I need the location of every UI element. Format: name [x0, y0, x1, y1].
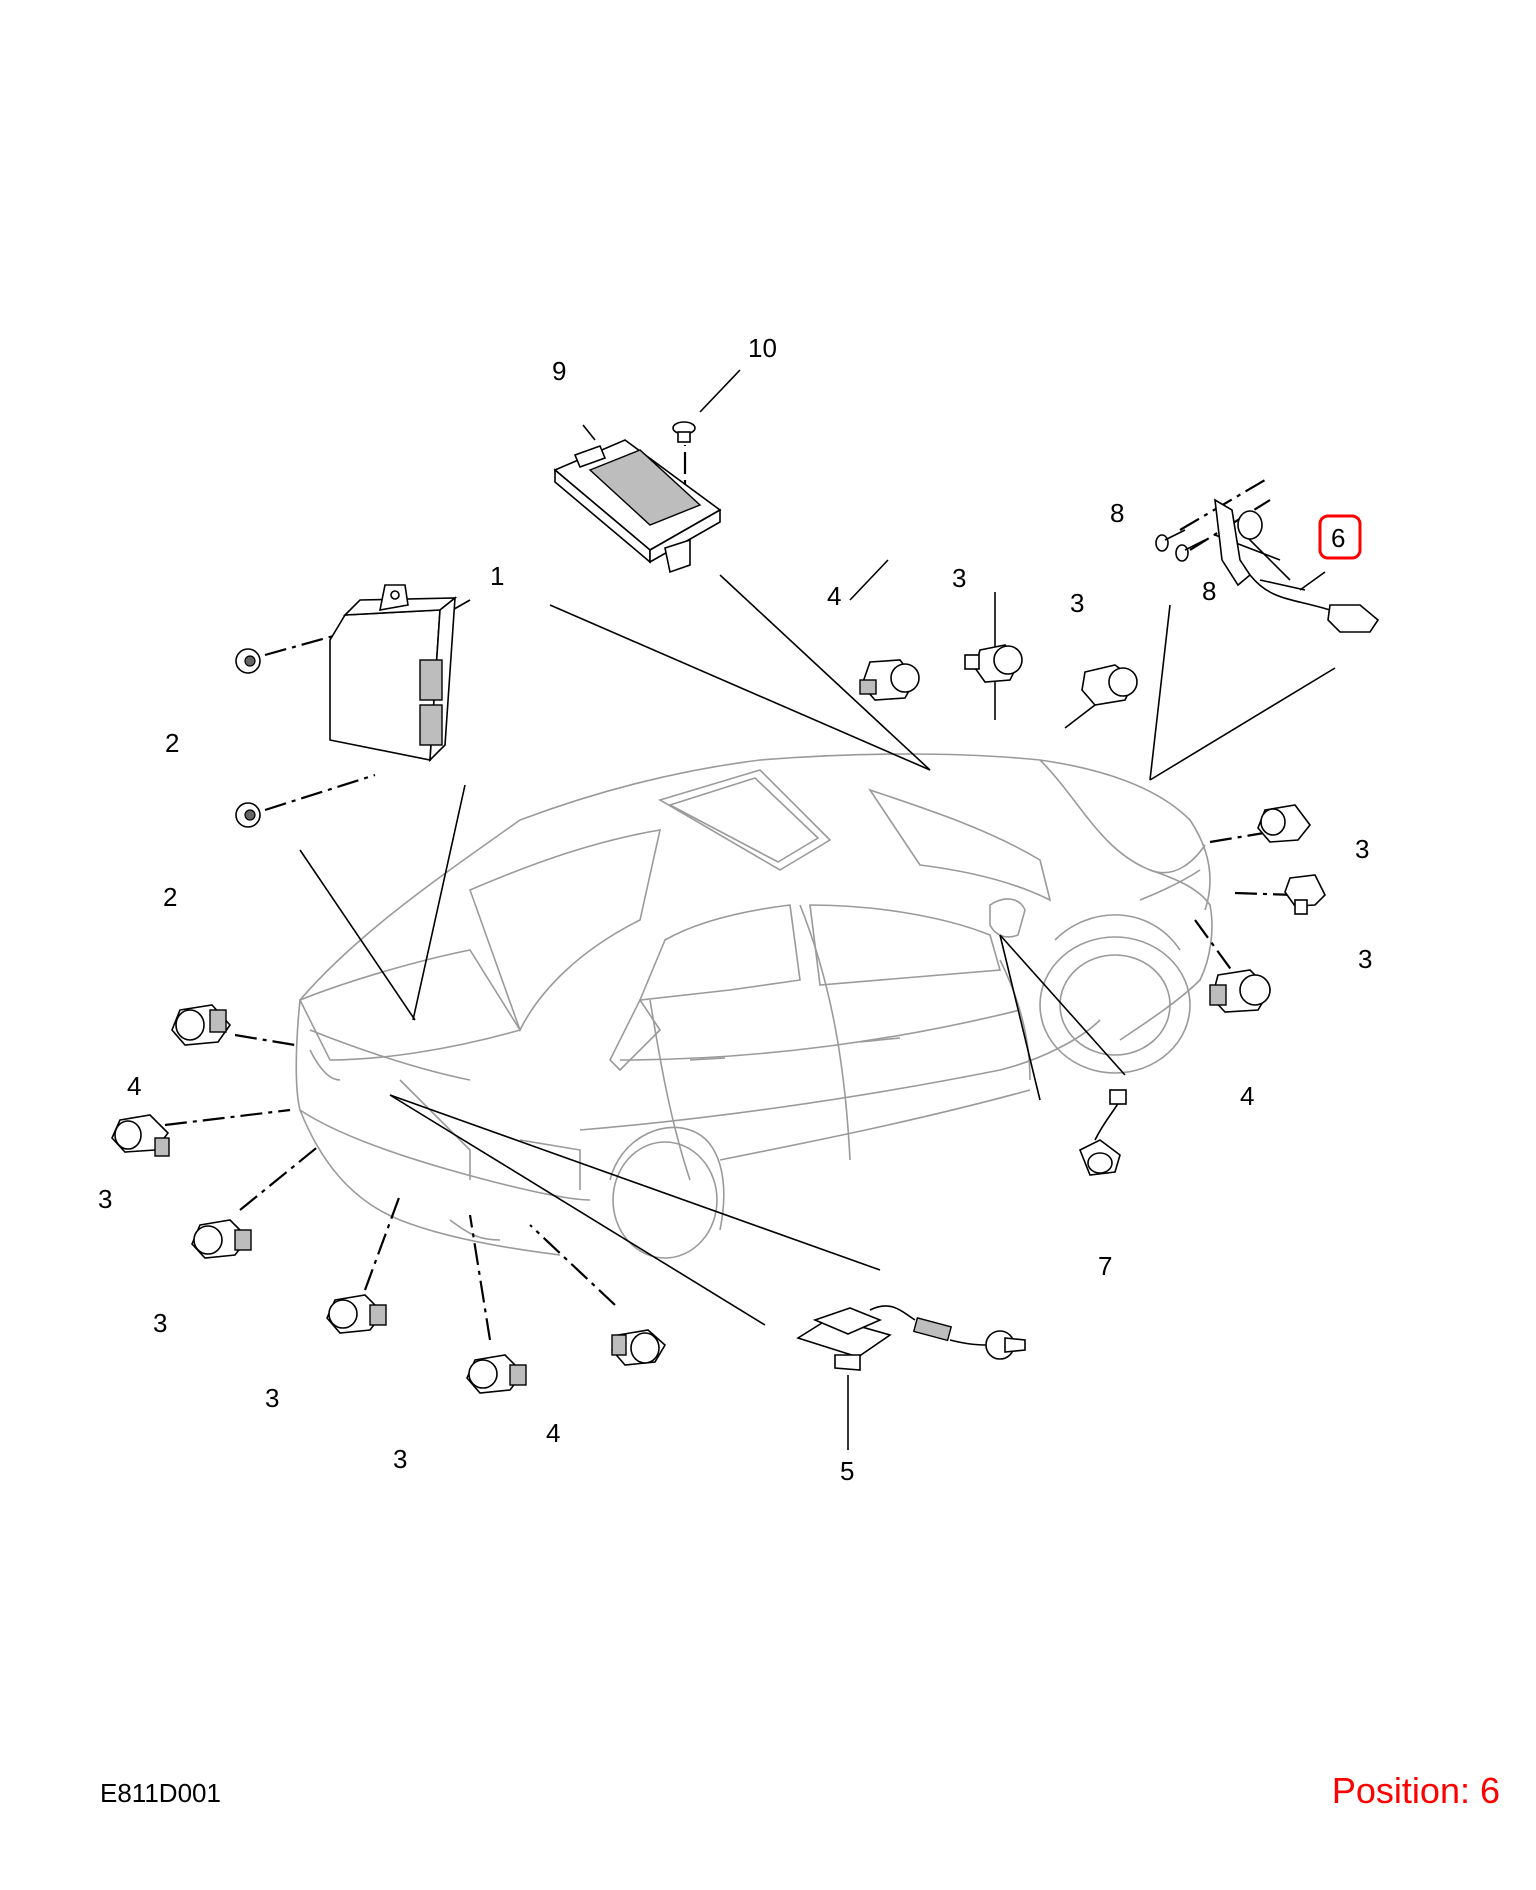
callout-3-rear-1: 3 [98, 1184, 112, 1214]
callout-3-front-upper: 3 [1355, 834, 1369, 864]
callout-3-rear-4: 3 [393, 1444, 407, 1474]
part-4-sensor-top-left[interactable] [859, 659, 920, 701]
part-1-control-module[interactable] [329, 584, 458, 763]
mounting-lines [164, 445, 1296, 1341]
part-8-fasteners[interactable] [1155, 529, 1206, 562]
callout-3-rear-2: 3 [153, 1308, 167, 1338]
callout-2-upper: 2 [165, 728, 179, 758]
part-3-sensor-rear-2[interactable] [191, 1219, 252, 1259]
part-5-rear-camera[interactable] [796, 1305, 1026, 1371]
callout-3-front-lower: 3 [1358, 944, 1372, 974]
highlight-box [1318, 514, 1362, 560]
callout-8-left: 8 [1110, 498, 1124, 528]
callout-labels: 1 2 2 3 3 3 3 3 3 3 3 3 4 4 4 4 5 7 8 8 … [98, 333, 1372, 1486]
part-7-side-camera[interactable] [1078, 1089, 1127, 1176]
part-3-sensor-rear-3[interactable] [326, 1294, 387, 1334]
part-4-sensor-front-corner[interactable] [1209, 969, 1272, 1013]
callout-3-top-right: 3 [1070, 588, 1084, 618]
callout-6: 6 [1331, 523, 1345, 553]
part-3-sensor-top-right[interactable] [1081, 664, 1138, 706]
callout-3-rear-3: 3 [265, 1383, 279, 1413]
callout-10: 10 [748, 333, 777, 363]
callout-4-rear-left: 4 [127, 1071, 141, 1101]
part-10-bolt[interactable] [672, 421, 696, 443]
part-2-nut-lower[interactable] [235, 802, 261, 828]
callout-4-top-left: 4 [827, 581, 841, 611]
vehicle-outline [295, 753, 1213, 1259]
part-3-sensor-front-lower[interactable] [1284, 874, 1326, 915]
callout-6-highlighted[interactable]: 6 [1318, 514, 1362, 560]
part-4-sensor-rear-left[interactable] [171, 1004, 232, 1046]
part-3-sensor-top-center[interactable] [964, 644, 1023, 683]
diagram-code: E811D001 [100, 1778, 221, 1808]
part-3-sensor-front-upper[interactable] [1257, 804, 1312, 843]
position-label: Position: 6 [1331, 1770, 1500, 1811]
callout-8-right: 8 [1202, 576, 1216, 606]
part-3-sensor-rear-1[interactable] [111, 1114, 170, 1157]
callout-4-rear-right: 4 [546, 1418, 560, 1448]
callout-2-lower: 2 [163, 882, 177, 912]
callout-9: 9 [552, 356, 566, 386]
callout-7: 7 [1098, 1251, 1112, 1281]
part-9-electronic-unit[interactable] [553, 439, 722, 574]
callout-4-front-corner: 4 [1240, 1081, 1254, 1111]
part-6-sensor-harness[interactable] [1214, 498, 1380, 633]
part-4-sensor-rear-right[interactable] [611, 1329, 667, 1366]
callout-5: 5 [840, 1456, 854, 1486]
part-3-sensor-rear-4[interactable] [466, 1354, 527, 1394]
callout-1: 1 [490, 561, 504, 591]
part-2-nut-upper[interactable] [235, 648, 261, 674]
callout-3-top-center: 3 [952, 563, 966, 593]
